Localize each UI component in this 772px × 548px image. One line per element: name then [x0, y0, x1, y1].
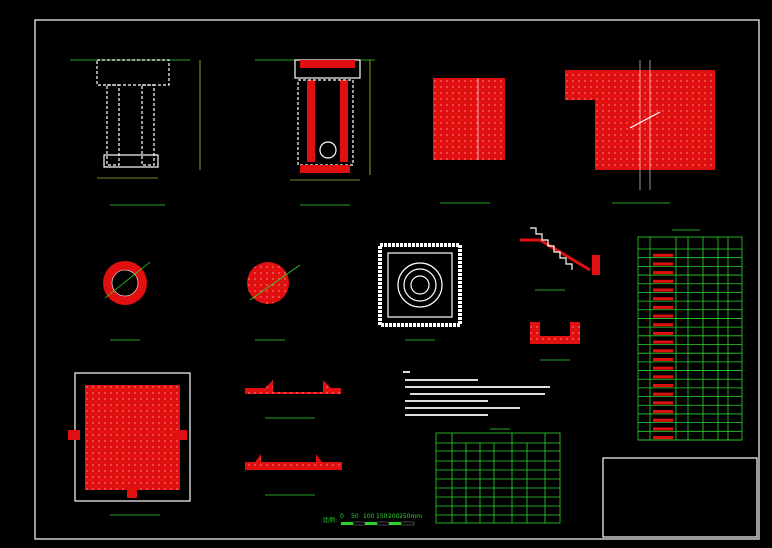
- scale-tick: 200: [388, 513, 400, 520]
- cover-frame-plan: [378, 243, 462, 341]
- rebar-shape: [653, 401, 673, 405]
- beam-section-2: [245, 454, 342, 496]
- scale-tick: 0: [340, 513, 344, 520]
- rebar-shape: [653, 297, 673, 301]
- rebar-shape: [653, 384, 673, 388]
- rebar-shape: [653, 288, 673, 292]
- scale-tick: 50: [351, 513, 359, 520]
- rebar-shape: [653, 427, 673, 431]
- rebar-shape: [653, 271, 673, 275]
- manhole-section-1: [70, 59, 201, 206]
- scale-tick: 150: [376, 513, 388, 520]
- rebar-shape: [653, 357, 673, 361]
- scale-prefix: 比例:: [323, 516, 337, 524]
- beam-section-1: [245, 380, 341, 419]
- rebar-shape: [653, 410, 673, 414]
- rebar-shape: [653, 392, 673, 396]
- rebar-shape: [653, 436, 673, 440]
- rebar-shape: [653, 375, 673, 379]
- manhole-section-2: [255, 59, 375, 206]
- channel-detail: [530, 322, 580, 361]
- rebar-shape: [653, 262, 673, 266]
- scale-bar: 比例: 0 50 100 150 200 250mm: [323, 513, 422, 526]
- rebar-shape: [653, 305, 673, 309]
- title-block: [602, 457, 758, 538]
- general-notes: [403, 371, 550, 416]
- rebar-shape: [653, 314, 673, 318]
- rebar-shape: [653, 331, 673, 335]
- rebar-shape: [653, 253, 673, 257]
- base-slab-plan: [68, 372, 191, 516]
- rebar-schedule-table: [637, 229, 743, 441]
- disc-section: [247, 262, 301, 341]
- drawing-frame: [34, 19, 760, 540]
- scale-tick: 250mm: [399, 513, 422, 520]
- scale-tick: 100: [363, 513, 375, 520]
- step-detail: [520, 227, 600, 291]
- rebar-shape: [653, 323, 673, 327]
- materials-table: [435, 428, 561, 524]
- rebar-shape: [653, 418, 673, 422]
- cover-plan-square: [433, 78, 505, 204]
- rebar-shape: [653, 340, 673, 344]
- ring-section: [103, 261, 151, 341]
- rebar-shape: [653, 349, 673, 353]
- slab-plan-l-shape: [565, 60, 715, 204]
- rebar-shape: [653, 366, 673, 370]
- rebar-shape: [653, 279, 673, 283]
